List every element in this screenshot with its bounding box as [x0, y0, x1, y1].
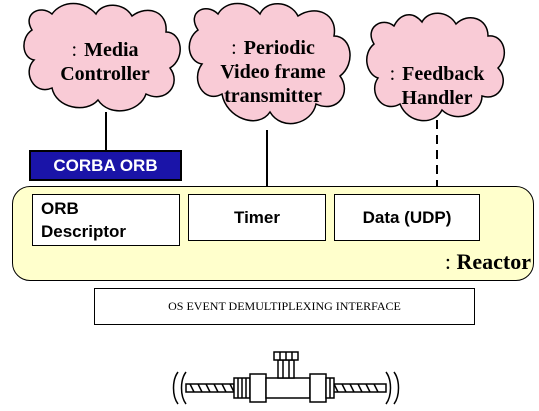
cloud-periodic-video [188, 2, 351, 125]
object-name-line1: Periodic [243, 37, 315, 59]
reactor-label: : Reactor [445, 249, 531, 275]
handler-orb-line1: ORB [41, 199, 79, 218]
object-name-line3: transmitter [224, 85, 322, 107]
os-event-demultiplexing-interface: OS EVENT DEMULTIPLEXING INTERFACE [94, 288, 475, 325]
object-prefix: : [389, 63, 396, 85]
object-prefix: : [71, 39, 78, 61]
object-name-line2: Handler [401, 87, 473, 109]
network-cable-icon [172, 351, 400, 405]
reactor-prefix: : [444, 249, 451, 274]
object-name-line1: Media [84, 39, 139, 61]
cloud-feedback-handler [366, 12, 506, 122]
handler-orb-line2: Descriptor [41, 222, 127, 241]
handler-orb-descriptor: ORB Descriptor [32, 194, 180, 246]
handler-timer: Timer [188, 194, 326, 241]
reactor-name: Reactor [456, 249, 531, 274]
object-name-line1: Feedback [402, 63, 485, 85]
handler-data-udp: Data (UDP) [334, 194, 480, 241]
cloud-text-periodic-video: : Periodic Video frame transmitter [198, 36, 348, 108]
cloud-text-media-controller: : Media Controller [40, 38, 170, 86]
cloud-media-controller [23, 2, 181, 112]
cloud-text-feedback-handler: : Feedback Handler [372, 62, 502, 110]
object-name-line2: Controller [60, 63, 150, 85]
object-name-line2: Video frame [220, 61, 326, 83]
object-prefix: : [231, 37, 237, 59]
corba-orb-box: CORBA ORB [29, 150, 182, 181]
